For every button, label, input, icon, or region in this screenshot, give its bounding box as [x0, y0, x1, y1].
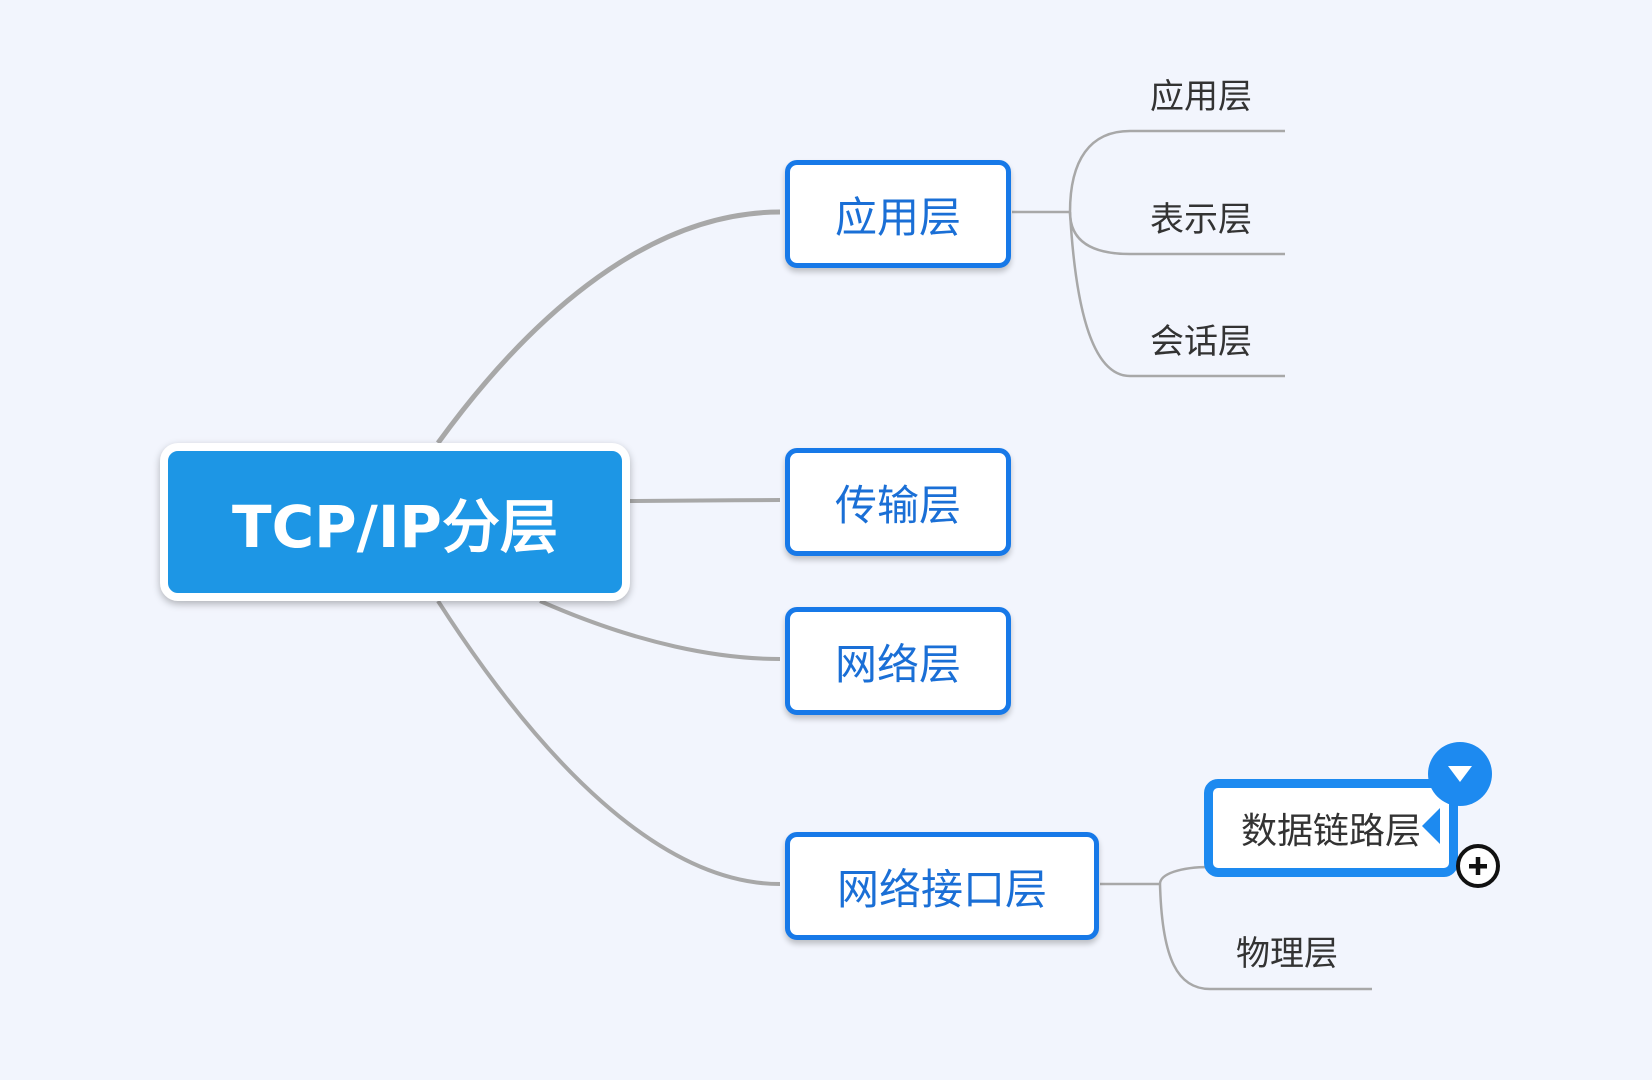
subtopic-数据链路层-selected[interactable]: 数据链路层 [1204, 779, 1458, 877]
branch-topic-label: 网络接口层 [836, 864, 1047, 914]
subtopic-应用层[interactable]: 应用层 [1150, 66, 1300, 120]
connector-to-child-数据链路层 [1158, 865, 1211, 885]
connector-to-child-会话层 [1068, 211, 1285, 378]
branch-topic-label: 网络层 [834, 639, 961, 689]
connector-to-child-应用层 [1068, 129, 1285, 213]
collapse-branch-button[interactable] [1428, 742, 1492, 806]
branch-topic-应用层[interactable]: 应用层 [785, 160, 1011, 268]
branch-topic-label: 应用层 [834, 192, 961, 242]
subtopic-会话层[interactable]: 会话层 [1150, 311, 1300, 365]
root-topic[interactable]: TCP/IP分层 [160, 443, 630, 601]
subtopic-label: 应用层 [1150, 76, 1252, 117]
branch-topic-网络层[interactable]: 网络层 [785, 607, 1011, 715]
branch-topic-网络接口层[interactable]: 网络接口层 [785, 832, 1099, 940]
triangle-down-icon [1448, 766, 1472, 782]
subtopic-label: 数据链路层 [1240, 811, 1421, 852]
connector-root-to-应用层 [435, 209, 781, 445]
add-topic-button[interactable] [1456, 844, 1500, 888]
connector-root-to-网络接口层 [436, 599, 781, 886]
subtopic-物理层[interactable]: 物理层 [1236, 923, 1386, 977]
branch-topic-传输层[interactable]: 传输层 [785, 448, 1011, 556]
connector-root-to-传输层 [629, 498, 781, 503]
connector-root-to-网络层 [539, 599, 781, 661]
subtopic-label: 会话层 [1150, 321, 1252, 362]
selection-notch [1422, 808, 1440, 844]
root-topic-label: TCP/IP分层 [232, 493, 558, 561]
branch-topic-label: 传输层 [834, 480, 961, 530]
subtopic-表示层[interactable]: 表示层 [1150, 189, 1300, 243]
plus-circle-icon [1469, 857, 1487, 875]
subtopic-label: 表示层 [1150, 199, 1252, 240]
subtopic-label: 物理层 [1236, 933, 1338, 974]
connector-to-child-物理层 [1158, 883, 1372, 991]
